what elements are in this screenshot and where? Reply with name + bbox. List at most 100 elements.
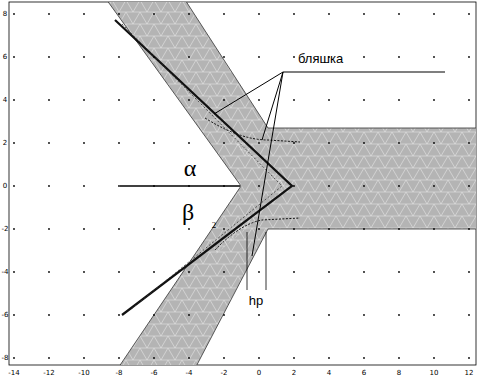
grid-dot	[328, 271, 330, 273]
grid-dot	[48, 142, 50, 144]
grid-dot	[328, 13, 330, 15]
vessel-mesh	[101, 2, 476, 365]
grid-dot	[223, 99, 225, 101]
grid-dot	[433, 271, 435, 273]
grid-dot	[153, 357, 155, 359]
grid-dot	[13, 271, 15, 273]
grid-dot	[188, 142, 190, 144]
grid-dot	[398, 56, 400, 58]
grid-dot	[223, 314, 225, 316]
axis-tick: 10	[430, 370, 439, 377]
grid-dot	[153, 314, 155, 316]
grid-dot	[48, 56, 50, 58]
axis-tick: -14	[8, 370, 19, 377]
grid-dot	[258, 99, 260, 101]
grid-dot	[13, 99, 15, 101]
axis-tick: -8	[2, 355, 9, 362]
refined-mesh	[205, 100, 292, 255]
grid-dot	[468, 228, 470, 230]
grid-dot	[293, 314, 295, 316]
grid-dot	[468, 185, 470, 187]
grid-dot	[293, 13, 295, 15]
dimension-line	[266, 232, 267, 290]
grid-dot	[83, 142, 85, 144]
grid-dot	[468, 314, 470, 316]
grid-dot	[223, 13, 225, 15]
dimension-line	[247, 232, 248, 290]
axis-tick: -10	[78, 370, 89, 377]
leader-line	[252, 72, 283, 256]
axis-tick: 2	[3, 140, 7, 147]
grid-dot	[468, 99, 470, 101]
grid-dot	[48, 271, 50, 273]
axis-tick: -6	[151, 370, 158, 377]
subscript: 2	[212, 221, 217, 230]
axis-tick: 8	[3, 11, 7, 18]
grid-dot	[153, 13, 155, 15]
grid-dot	[293, 357, 295, 359]
grid-dot	[433, 314, 435, 316]
grid-dot	[13, 228, 15, 230]
grid-dot	[48, 13, 50, 15]
angle-label: α	[184, 156, 197, 180]
grid-dot	[83, 56, 85, 58]
grid-dot	[363, 357, 365, 359]
dimension-label: hp	[249, 294, 263, 307]
axis-tick: -4	[2, 269, 9, 276]
leader-line	[214, 72, 283, 114]
plaque-boundary	[122, 24, 282, 310]
grid-dot	[433, 13, 435, 15]
grid-dot	[398, 228, 400, 230]
axis-tick: 2	[292, 370, 296, 377]
axis-tick: 0	[257, 370, 261, 377]
grid-dot	[48, 99, 50, 101]
grid-dot	[328, 314, 330, 316]
grid-dot	[118, 357, 120, 359]
grid-dot	[398, 314, 400, 316]
grid-dot	[153, 142, 155, 144]
grid-dot	[258, 314, 260, 316]
grid-dot	[363, 228, 365, 230]
grid-dot	[468, 13, 470, 15]
grid-dot	[293, 56, 295, 58]
grid-dot	[13, 56, 15, 58]
grid-dot	[188, 99, 190, 101]
grid-dot	[293, 99, 295, 101]
grid-dot	[153, 271, 155, 273]
grid-dot	[398, 142, 400, 144]
grid-dot	[258, 56, 260, 58]
axis-tick: 4	[327, 370, 331, 377]
grid-dot	[118, 271, 120, 273]
grid-dot	[83, 228, 85, 230]
grid-dot	[293, 142, 295, 144]
grid-dot	[223, 56, 225, 58]
grid-dot	[363, 142, 365, 144]
axis-tick: -6	[2, 312, 9, 319]
grid-dot	[223, 357, 225, 359]
grid-dot	[83, 314, 85, 316]
grid-dot	[328, 185, 330, 187]
grid-dot	[328, 99, 330, 101]
grid-dot	[48, 357, 50, 359]
axis-tick: -2	[221, 370, 228, 377]
grid-dot	[293, 185, 295, 187]
grid-dot	[258, 271, 260, 273]
grid-dot	[13, 13, 15, 15]
grid-dot	[83, 99, 85, 101]
grid-dot	[433, 185, 435, 187]
grid-dot	[433, 228, 435, 230]
grid-dot	[188, 228, 190, 230]
grid-dot	[293, 271, 295, 273]
leader-line	[262, 72, 283, 140]
grid-dot	[468, 357, 470, 359]
plaque-label: бляшка	[298, 52, 343, 65]
grid-dot	[328, 357, 330, 359]
grid-dot	[363, 185, 365, 187]
angle-line	[120, 185, 240, 187]
grid-dot	[398, 13, 400, 15]
grid-dot	[48, 228, 50, 230]
grid-dot	[83, 13, 85, 15]
grid-dot	[13, 357, 15, 359]
grid-dot	[363, 99, 365, 101]
